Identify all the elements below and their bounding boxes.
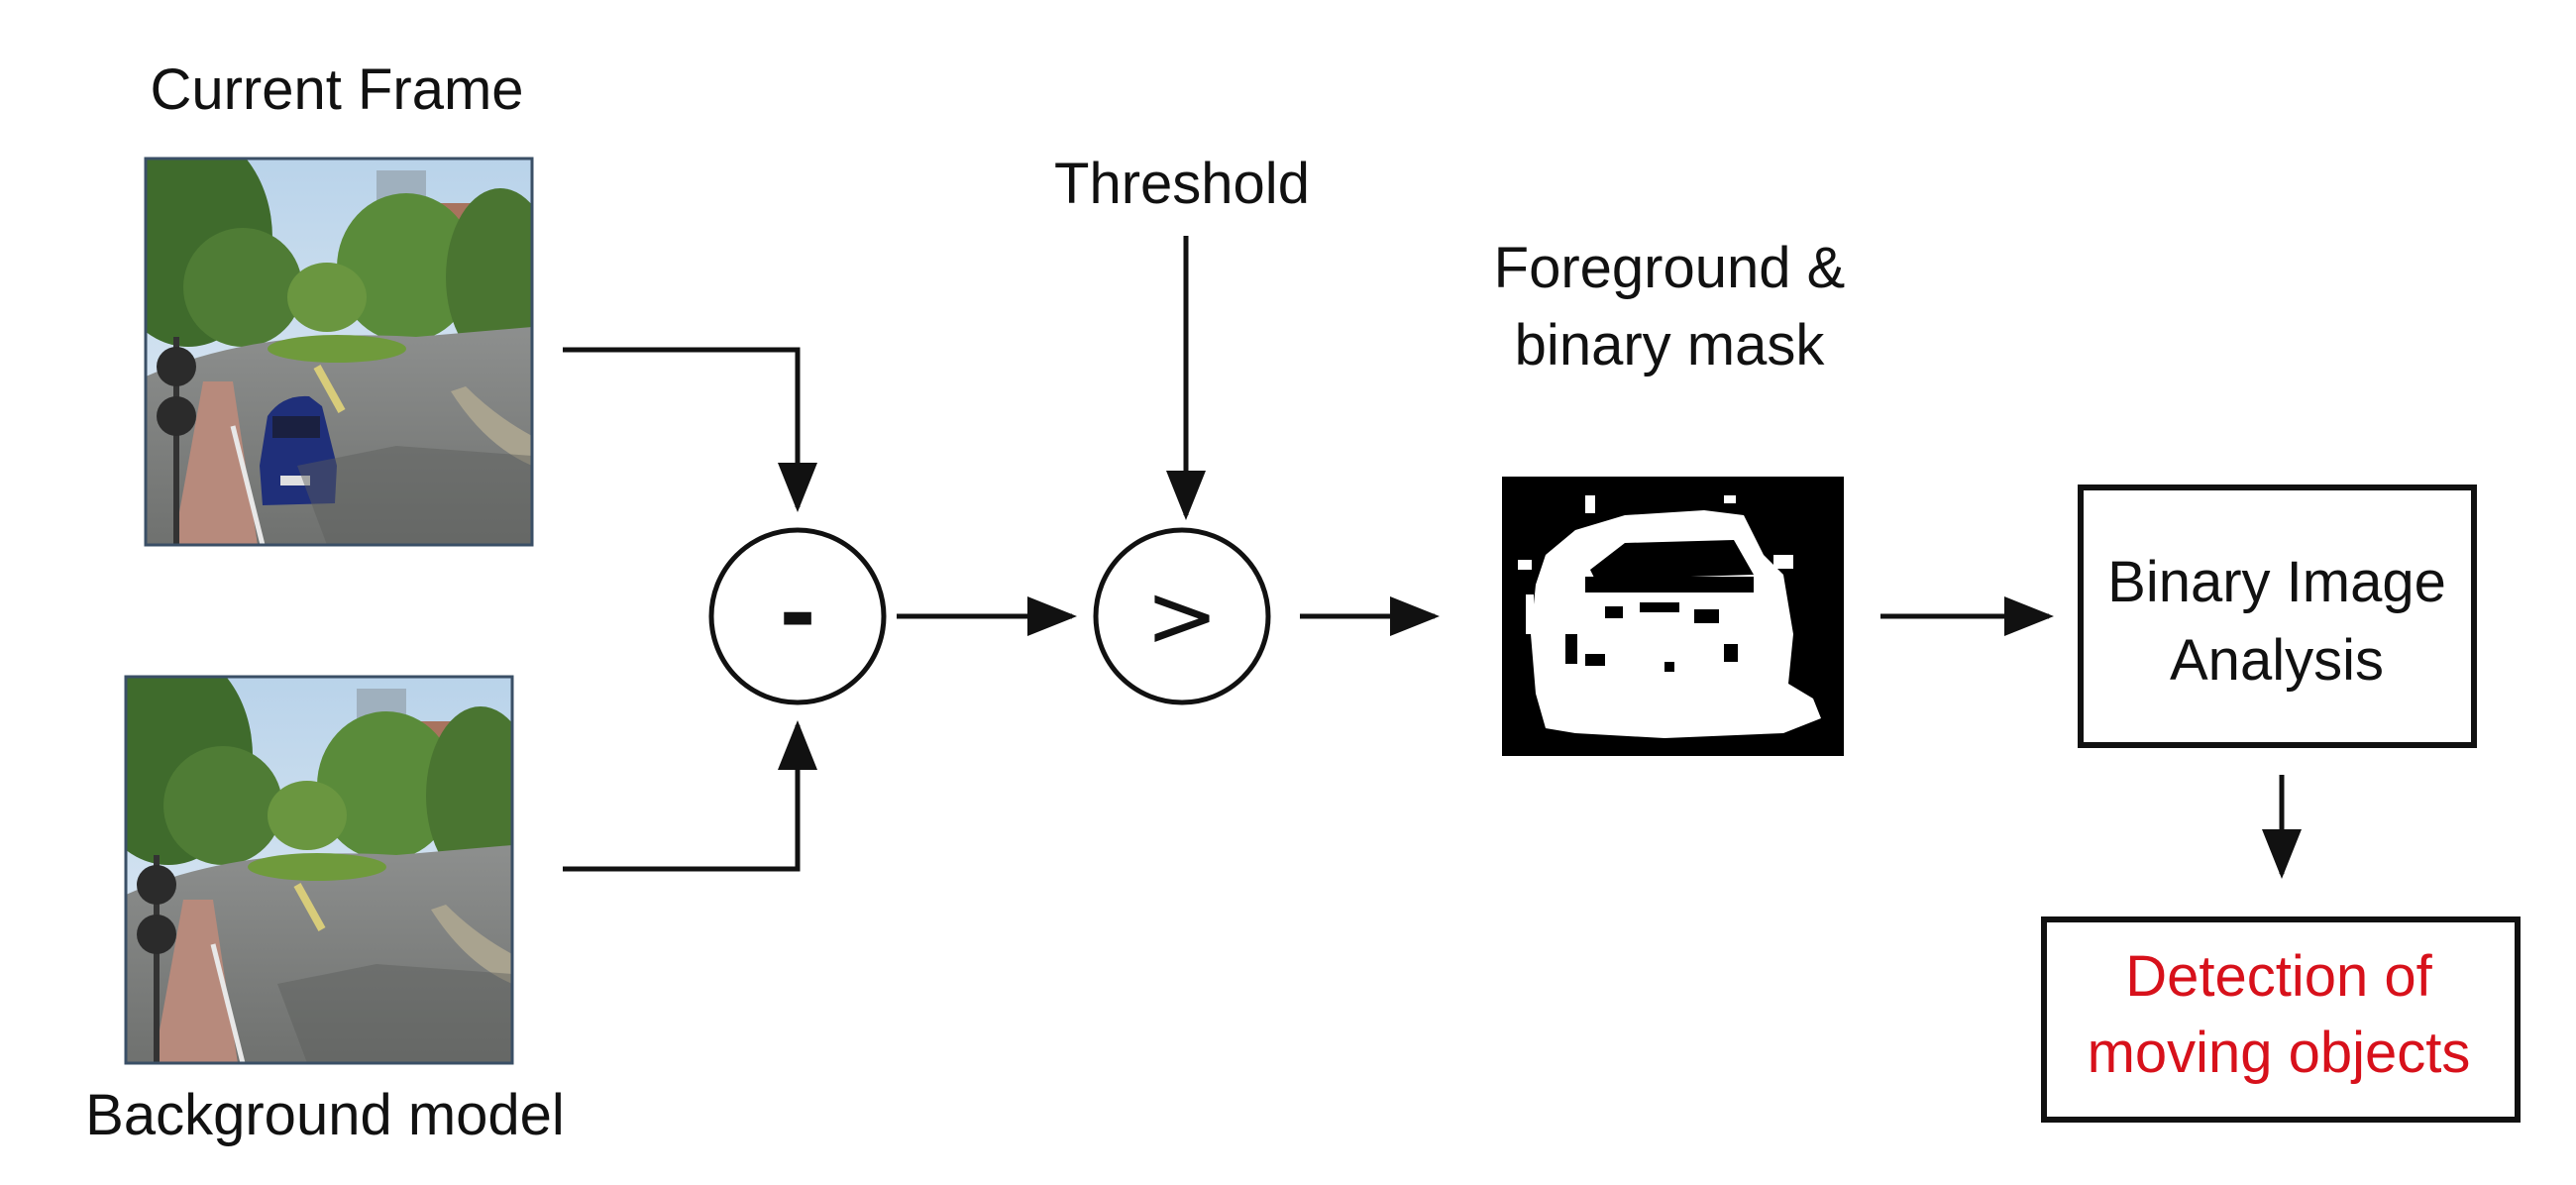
current-frame-label: Current Frame <box>150 57 523 122</box>
subtract-operator-circle <box>708 527 887 705</box>
detection-box <box>2041 916 2521 1123</box>
compare-operator-circle <box>1093 527 1271 705</box>
compare-operator-symbol: > <box>1145 565 1219 667</box>
binary-mask-image <box>1503 478 1843 755</box>
detection-label-line1: Detection of <box>2125 944 2432 1009</box>
analysis-label-line2: Analysis <box>2170 628 2384 693</box>
analysis-box <box>2078 485 2477 748</box>
current-frame-border <box>144 157 534 547</box>
current-frame-arrow <box>563 347 817 512</box>
background-model-arrow <box>563 720 817 872</box>
current-frame-image <box>146 159 532 545</box>
detection-label-line2: moving objects <box>2088 1021 2471 1085</box>
foreground-label-line1: Foreground & <box>1494 236 1846 300</box>
analysis-label-line1: Binary Image <box>2107 550 2446 614</box>
background-model-label: Background model <box>85 1083 565 1147</box>
background-model-border <box>124 675 514 1065</box>
background-model-image <box>126 677 512 1063</box>
subtract-operator-symbol: - <box>779 562 815 666</box>
foreground-label-line2: binary mask <box>1515 313 1826 377</box>
threshold-label: Threshold <box>1054 152 1310 216</box>
